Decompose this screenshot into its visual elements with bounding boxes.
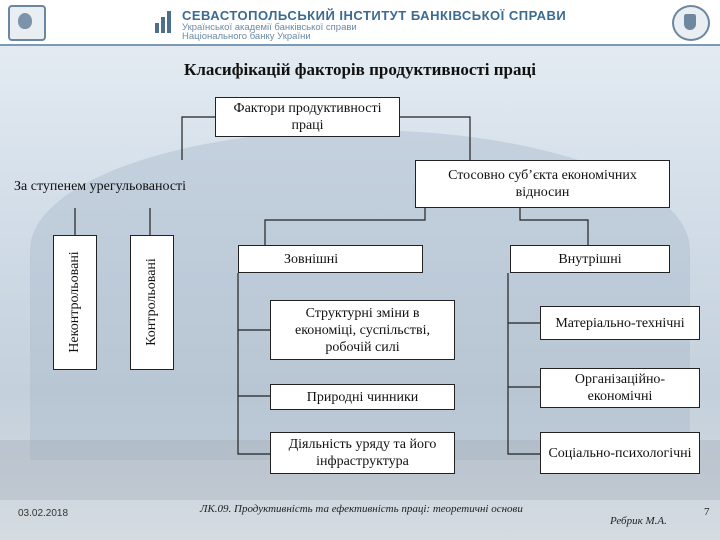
internal-factors-box: Внутрішні [510, 245, 670, 273]
footer-course: ЛК.09. Продуктивність та ефективність пр… [200, 503, 523, 515]
internal-factor-material-technical: Матеріально-технічні [540, 306, 700, 340]
right-group-box: Стосовно суб’єкта економічних відносин [415, 160, 670, 208]
internal-factor-social-psychological: Соціально-психологічні [540, 432, 700, 474]
root-factor-box: Фактори продуктивності праці [215, 97, 400, 137]
external-factor-government: Діяльність уряду та його інфраструктура [270, 432, 455, 474]
footer-author: Ребрик М.А. [610, 515, 667, 527]
slide-header: СЕВАСТОПОЛЬСЬКИЙ ІНСТИТУТ БАНКІВСЬКОЇ СП… [0, 0, 720, 46]
controlled-factors-box [130, 235, 174, 370]
footer-page-number: 7 [704, 506, 710, 518]
controlled-factors-label: Контрольовані [144, 258, 159, 346]
external-factor-structural-changes: Структурні зміни в економіці, суспільств… [270, 300, 455, 360]
uncontrolled-factors-label: Неконтрольовані [67, 251, 82, 353]
uncontrolled-factors-box [53, 235, 97, 370]
footer-date: 03.02.2018 [18, 508, 69, 519]
internal-factor-organizational-economic: Організаційно-економічні [540, 368, 700, 408]
slide-title: Класифікацій факторів продуктивності пра… [184, 60, 536, 79]
institute-mark-icon [155, 11, 175, 33]
institute-logo-icon [8, 5, 46, 41]
institute-subtitle-2: Національного банку України [182, 31, 311, 42]
institute-name: СЕВАСТОПОЛЬСЬКИЙ ІНСТИТУТ БАНКІВСЬКОЇ СП… [182, 8, 567, 23]
external-factors-box: Зовнішні [238, 245, 423, 273]
institute-subtitle-1: Української академії банківської справи [182, 22, 357, 33]
external-factor-natural: Природні чинники [270, 384, 455, 410]
bank-emblem-icon [672, 5, 710, 41]
left-group-label: За ступенем урегульованості [14, 179, 187, 194]
